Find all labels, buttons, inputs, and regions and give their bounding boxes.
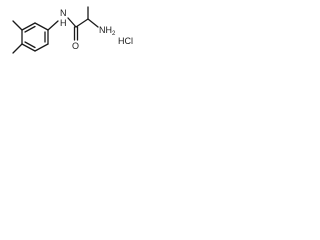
ring-bond <box>21 22 36 31</box>
alpha-amine-bond <box>87 18 99 28</box>
amine-subscript: 2 <box>112 31 116 37</box>
ring-double-bond <box>24 25 36 33</box>
structure-diagram: N H O NH2 HCl <box>12 6 133 54</box>
amine-nh: NH <box>99 25 112 35</box>
amine-label: NH2 <box>99 25 116 37</box>
ring-bond <box>34 22 49 31</box>
benzene-ring <box>21 22 49 52</box>
carbonyl-alpha-bond <box>75 18 89 28</box>
methyl-bond-top <box>12 20 23 31</box>
amide-h: H <box>60 18 67 28</box>
methyl-bond-bottom <box>12 43 23 54</box>
ring-n-bond <box>47 20 59 31</box>
amide-n: N <box>60 8 67 18</box>
carbonyl-o-label: O <box>72 41 79 51</box>
amide-h-label: H <box>60 18 67 28</box>
ring-bond <box>21 43 36 52</box>
ring-bond <box>34 43 49 52</box>
hcl-salt-label: HCl <box>118 36 133 46</box>
amide-nh-label: N <box>60 8 67 18</box>
n-carbonyl-bond <box>67 17 77 28</box>
ring-double-bond <box>24 41 36 49</box>
